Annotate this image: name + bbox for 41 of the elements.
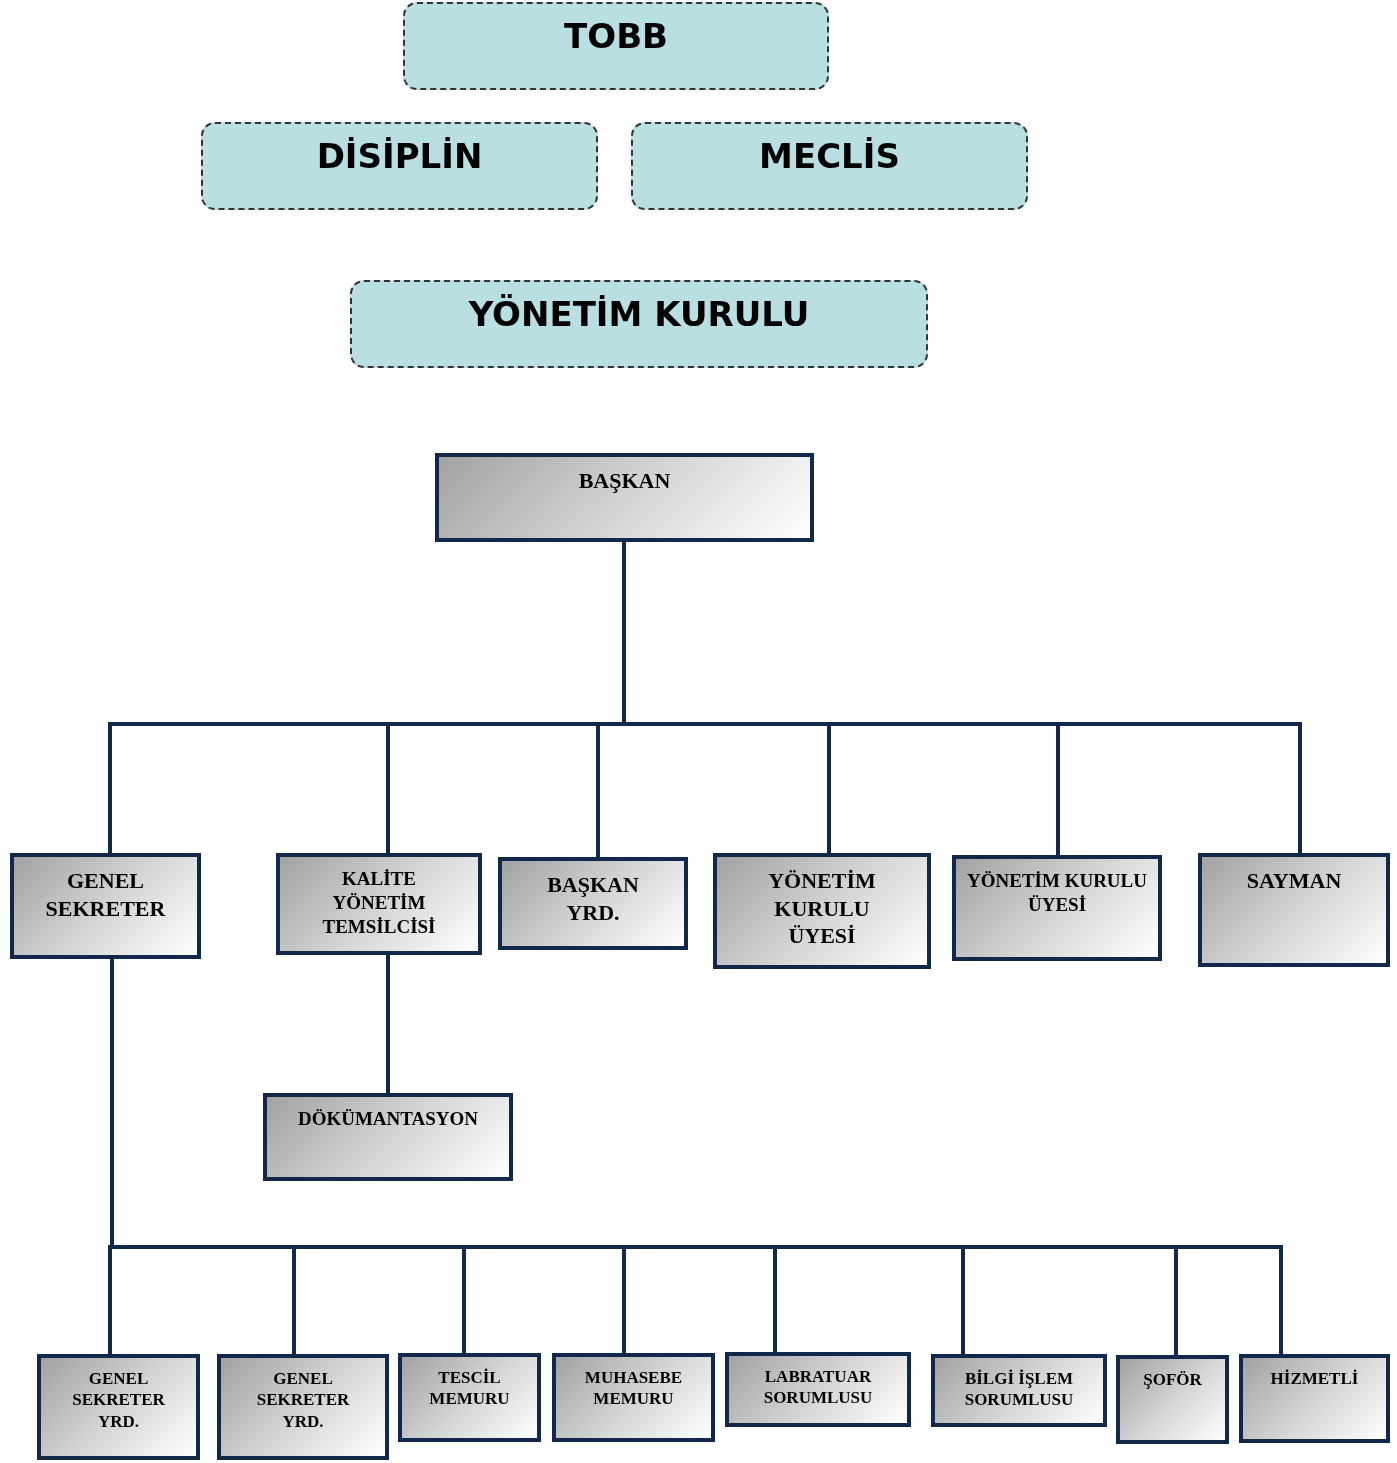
position-box: [37, 1354, 200, 1460]
box-label: YÖNETİM KURULU ÜYESİ: [967, 869, 1147, 917]
position-box: [217, 1354, 389, 1460]
position-box: [435, 453, 814, 542]
box-label: BİLGİ İŞLEM SORUMLUSU: [963, 1368, 1075, 1411]
box-label: TESCİL MEMURU: [428, 1367, 511, 1410]
position-box: [263, 1093, 513, 1181]
position-box: [725, 1352, 911, 1427]
box-label: BAŞKAN: [578, 467, 671, 495]
box-label: TOBB: [564, 16, 668, 56]
position-box: [10, 853, 201, 959]
box-label: ŞOFÖR: [1143, 1369, 1202, 1391]
connector-line: [386, 955, 390, 1093]
box-label: YÖNETİM KURULU: [468, 294, 810, 334]
position-box: [1198, 853, 1390, 967]
box-label: YÖNETİM KURULU ÜYESİ: [767, 867, 877, 950]
position-box: [952, 855, 1162, 961]
position-box: [1239, 1354, 1390, 1443]
box-label: GENEL SEKRETER YRD.: [255, 1368, 351, 1432]
position-box: [276, 853, 482, 955]
council-box: [201, 122, 598, 210]
box-label: DİSİPLİN: [316, 136, 483, 176]
council-box: [350, 280, 928, 368]
position-box: [398, 1353, 541, 1442]
box-label: MUHASEBE MEMURU: [583, 1367, 684, 1410]
council-box: [631, 122, 1028, 210]
position-box: [552, 1353, 715, 1442]
position-box: [713, 853, 931, 969]
box-label: LABRATUAR SORUMLUSU: [762, 1366, 874, 1409]
position-box: [498, 857, 688, 950]
box-label: DÖKÜMANTASYON: [297, 1107, 479, 1131]
box-label: MECLİS: [759, 136, 900, 176]
box-label: SAYMAN: [1246, 867, 1342, 895]
box-label: GENEL SEKRETER YRD.: [71, 1368, 166, 1432]
position-box: [1116, 1355, 1229, 1444]
box-label: HİZMETLİ: [1270, 1368, 1359, 1390]
box-label: BAŞKAN YRD.: [546, 871, 640, 926]
council-box: [403, 2, 829, 90]
box-label: KALİTE YÖNETİM TEMSİLCİSİ: [321, 867, 437, 939]
box-label: GENEL SEKRETER: [45, 867, 166, 922]
position-box: [931, 1354, 1107, 1427]
